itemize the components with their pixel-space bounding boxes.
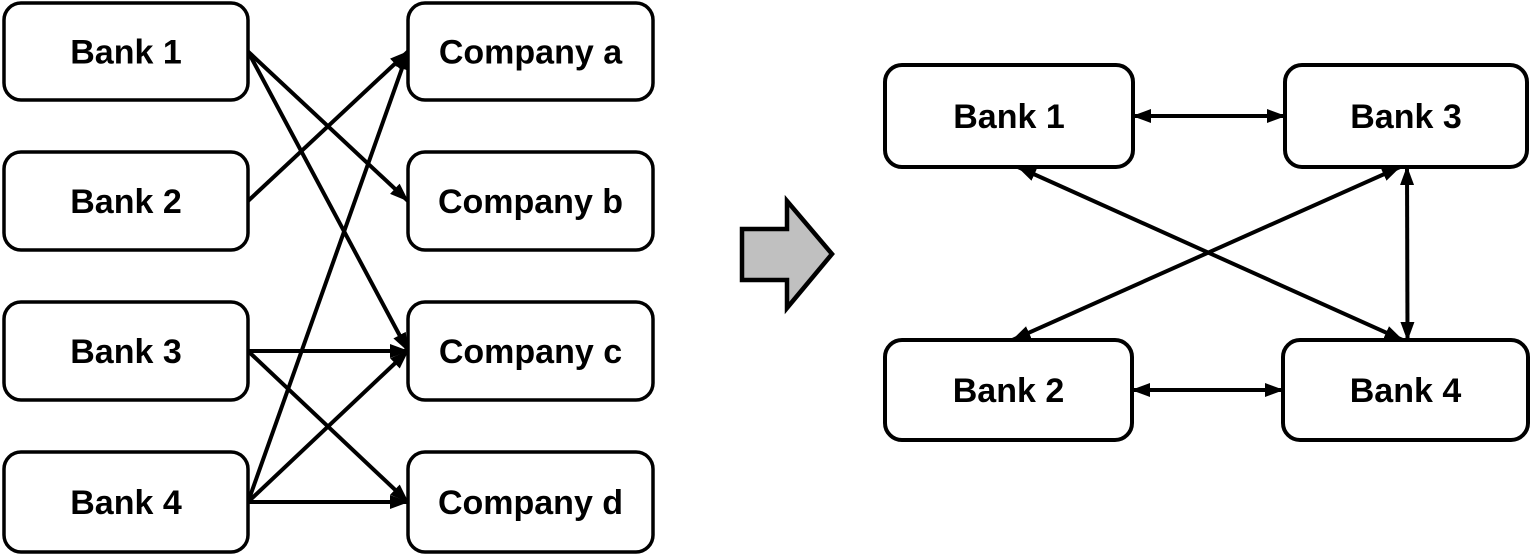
node-box-r-bank-1 [883,63,1135,169]
interbank-edges [1011,109,1415,397]
node-label-bank-3: Bank 3 [70,333,182,371]
edge-bank-4-to-company-c [246,349,410,504]
node-box-bank-2 [2,150,250,252]
edge-bank-4-to-company-a [246,50,410,503]
node-box-company-b [406,150,655,252]
node-label-company-a: Company a [439,34,623,72]
node-bank-2: Bank 2 [2,150,250,252]
node-company-c: Company c [406,300,655,402]
node-box-bank-1 [2,1,250,102]
node-box-r-bank-3 [1283,63,1529,169]
node-box-company-d [406,450,655,554]
edge-r-bank-3-to-r-bank-4 [1400,166,1415,341]
interbank-nodes: Bank 1 Bank 3 Bank 2 Bank 4 [883,63,1530,442]
edge-bank-1-to-company-c [246,50,410,352]
node-label-bank-1: Bank 1 [70,34,182,72]
transform-arrow-group [739,194,835,315]
transform-arrow-icon [739,194,835,315]
node-label-bank-4: Bank 4 [70,484,182,522]
node-r-bank-2: Bank 2 [883,338,1134,442]
node-box-bank-3 [2,300,250,402]
node-box-r-bank-4 [1281,338,1530,442]
node-label-r-bank-4: Bank 4 [1350,372,1462,410]
bipartite-nodes: Bank 1 Bank 2 Bank 3 Bank 4 Company a Company… [2,1,655,554]
node-box-company-c [406,300,655,402]
edge-r-bank-2-to-r-bank-3 [1011,165,1401,342]
node-bank-3: Bank 3 [2,300,250,402]
node-bank-1: Bank 1 [2,1,250,102]
node-box-bank-4 [2,450,250,554]
node-label-r-bank-1: Bank 1 [953,98,1065,136]
node-label-company-c: Company c [439,333,622,371]
node-label-r-bank-2: Bank 2 [953,372,1065,410]
node-label-bank-2: Bank 2 [70,183,182,221]
node-bank-4: Bank 4 [2,450,250,554]
node-company-d: Company d [406,450,655,554]
node-r-bank-3: Bank 3 [1283,63,1529,169]
node-label-company-b: Company b [438,183,623,221]
node-box-r-bank-2 [883,338,1134,442]
node-r-bank-4: Bank 4 [1281,338,1530,442]
edge-bank-2-to-company-a [246,50,410,203]
node-label-company-d: Company d [438,484,623,522]
node-label-r-bank-3: Bank 3 [1350,98,1462,136]
node-r-bank-1: Bank 1 [883,63,1135,169]
node-company-b: Company b [406,150,655,252]
bipartite-lending-edges [246,50,410,509]
node-box-company-a [406,1,655,102]
node-company-a: Company a [406,1,655,102]
